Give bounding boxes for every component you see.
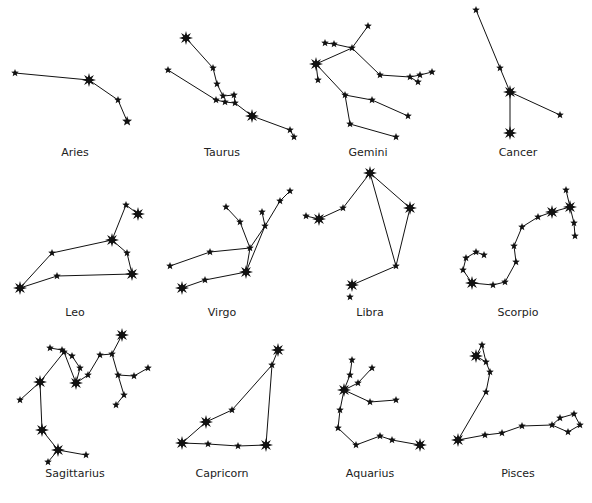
constellation-name: Gemini — [348, 146, 387, 159]
virgo-figure — [166, 187, 294, 295]
constellation-name: Pisces — [501, 467, 535, 480]
sagittarius-figure — [16, 328, 152, 465]
gemini-figure — [309, 22, 436, 140]
capricorn-figure — [175, 343, 285, 452]
constellation-name: Virgo — [208, 306, 236, 319]
libra-figure — [302, 166, 417, 300]
constellation-name: Sagittarius — [45, 467, 104, 480]
constellation-name: Leo — [65, 306, 84, 319]
constellation-name: Cancer — [499, 146, 538, 159]
constellation-name: Capricorn — [195, 467, 248, 480]
constellation-name: Taurus — [204, 146, 240, 159]
pisces-figure — [451, 341, 584, 447]
leo-figure — [13, 201, 145, 295]
constellation-name: Scorpio — [497, 306, 538, 319]
aries-figure — [11, 69, 132, 126]
aquarius-figure — [334, 356, 427, 452]
constellation-name: Aquarius — [346, 467, 394, 480]
cancer-figure — [472, 6, 564, 140]
constellation-name: Libra — [356, 306, 383, 319]
scorpio-figure — [459, 186, 579, 290]
taurus-figure — [164, 31, 298, 140]
constellation-name: Aries — [61, 146, 89, 159]
